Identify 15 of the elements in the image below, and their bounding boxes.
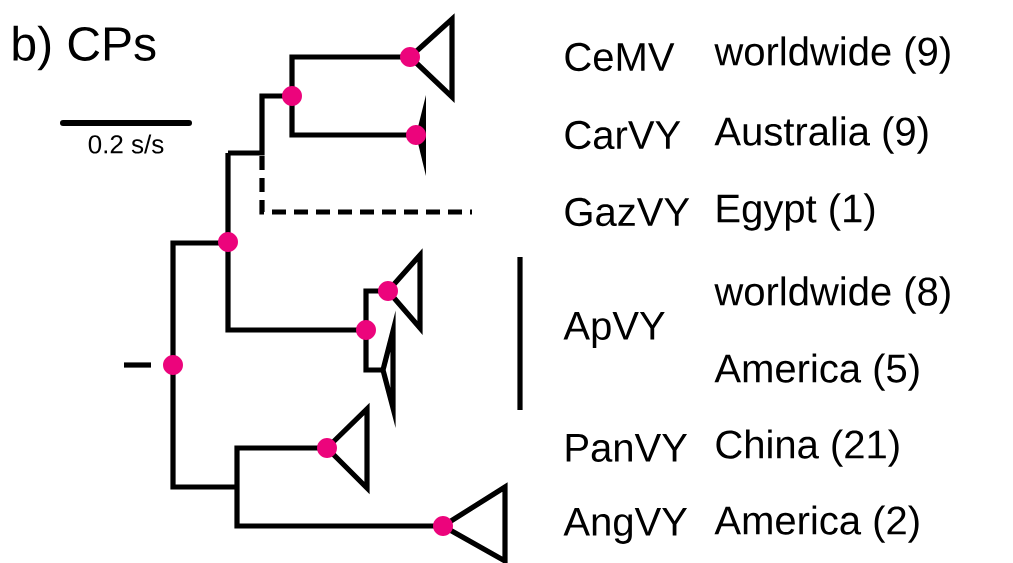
origin-label: Egypt (1) [717, 193, 875, 231]
taxon-label: ApVY [563, 312, 665, 348]
origin-label: China (21) [716, 429, 899, 467]
scale-label: 0.2 s/s [88, 134, 164, 154]
taxon-label: AngVY [563, 508, 688, 544]
taxon-label: CeMV [565, 42, 675, 72]
taxon-label: GazVY [565, 197, 690, 227]
panel-title: b) CPs [13, 25, 156, 71]
origin-label: worldwide (8) [714, 276, 950, 314]
taxon-label: PanVY [566, 434, 688, 462]
origin-label: worldwide (9) [714, 36, 950, 74]
origin-label: Australia (9) [714, 116, 928, 154]
origin-label: America (2) [714, 505, 919, 543]
origin-label: America (5) [714, 353, 919, 391]
taxon-label: CarVY [565, 120, 681, 150]
